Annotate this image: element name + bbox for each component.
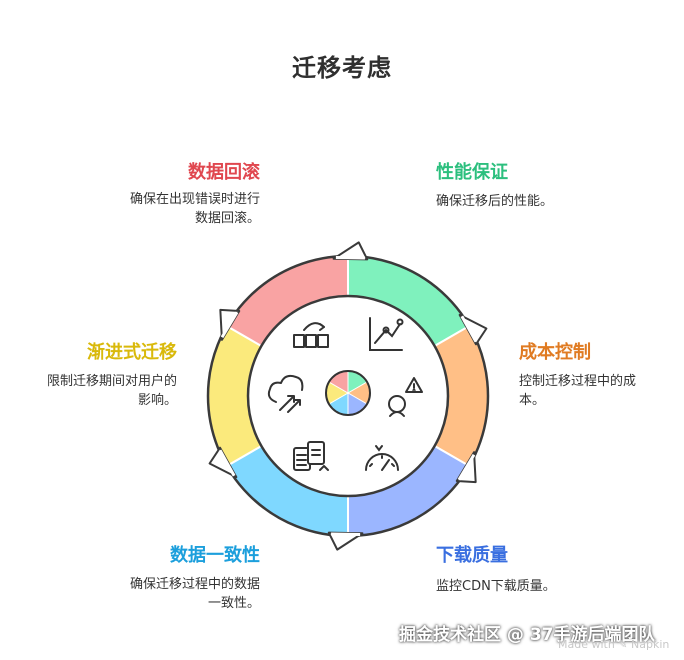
ring-arrow-base (218, 449, 236, 477)
label-gradual: 渐进式迁移 (87, 342, 177, 363)
ring-arrow-base (220, 311, 239, 339)
desc-cost: 控制迁移过程中的成本。 (519, 374, 637, 408)
documents-compare-icon (293, 441, 329, 471)
label-consistency: 数据一致性 (170, 545, 260, 566)
label-rollback: 数据回滚 (188, 162, 260, 183)
label-quality: 下载质量 (436, 545, 508, 566)
desc-rollback: 确保在出现错误时进行数据回滚。 (129, 192, 260, 226)
label-cost: 成本控制 (519, 342, 591, 363)
cloud-transfer-icon (267, 374, 304, 413)
desc-quality: 监控CDN下载质量。 (436, 579, 556, 594)
desc-performance: 确保迁移后的性能。 (436, 194, 554, 209)
ring-arrow-base (460, 315, 478, 343)
ring-arrow-base (335, 256, 365, 260)
budget-warning-icon (388, 377, 423, 417)
speedometer-icon (365, 445, 399, 471)
boxes-moving-icon (293, 322, 329, 348)
center-pie (325, 370, 371, 416)
diagram-title: 迁移考虑 (292, 54, 392, 82)
ring (206, 241, 490, 551)
watermark-text: 掘金技术社区 @ 37手游后端团队 (399, 625, 656, 645)
napkin-credit: Made with ✎ Napkin (558, 638, 670, 651)
desc-gradual: 限制迁移期间对用户的影响。 (46, 374, 177, 408)
line-chart-icon (369, 317, 404, 351)
ring-arrow-base (331, 532, 361, 536)
desc-consistency: 确保迁移过程中的数据一致性。 (129, 577, 260, 611)
label-performance: 性能保证 (436, 162, 508, 183)
pie-outline (325, 370, 371, 416)
ring-arrow-base (457, 453, 476, 481)
